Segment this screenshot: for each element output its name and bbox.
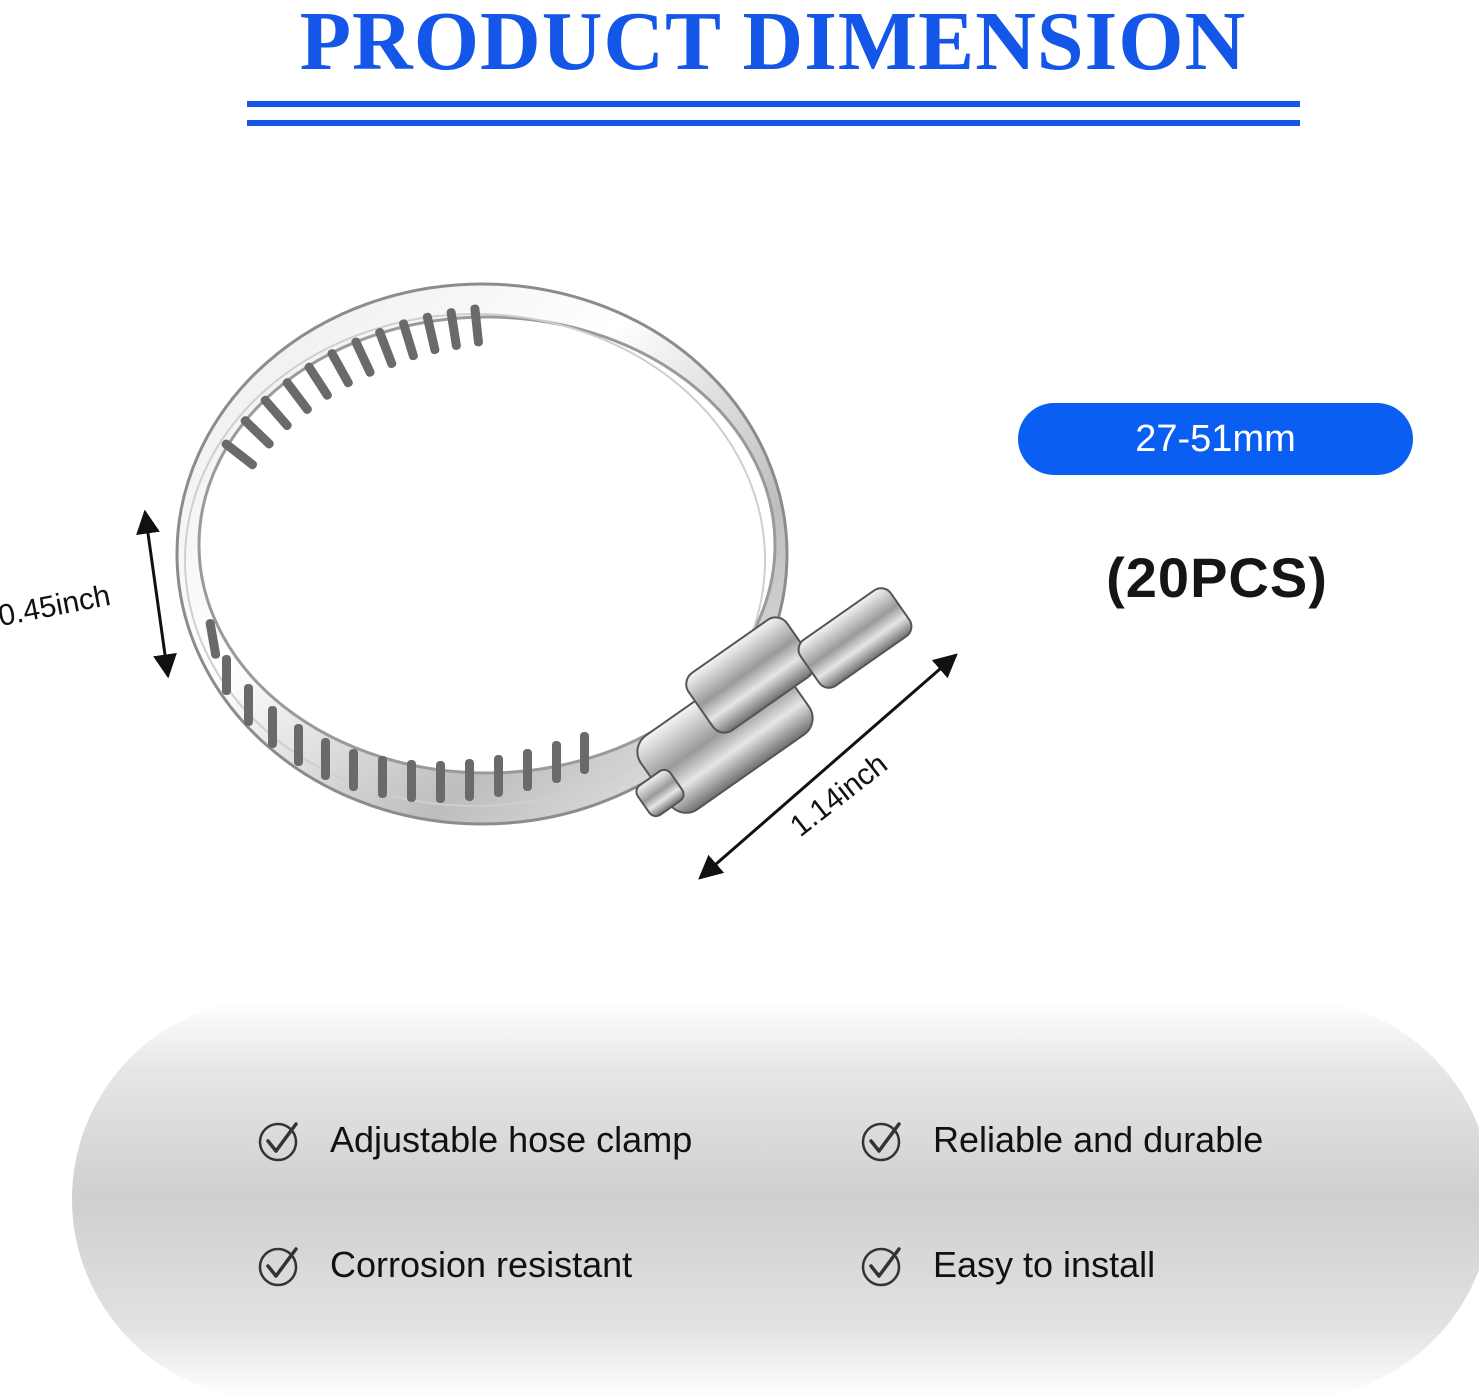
band-perforations xyxy=(205,304,589,803)
hose-clamp-image xyxy=(136,282,958,880)
check-circle-icon xyxy=(861,1122,901,1162)
height-dimension-arrow xyxy=(136,509,177,679)
clamp-band xyxy=(175,282,789,826)
feature-item: Reliable and durable xyxy=(859,1116,1263,1164)
feature-item: Easy to install xyxy=(859,1241,1155,1289)
features-panel xyxy=(72,999,1479,1399)
feature-label: Corrosion resistant xyxy=(330,1244,633,1285)
title-divider-bottom xyxy=(247,120,1300,126)
feature-label: Reliable and durable xyxy=(933,1119,1264,1160)
check-circle-icon xyxy=(258,1122,298,1162)
page-title: PRODUCT DIMENSION xyxy=(299,0,1247,88)
quantity-label: (20PCS) xyxy=(1106,546,1328,609)
feature-label: Adjustable hose clamp xyxy=(330,1119,693,1160)
feature-label: Easy to install xyxy=(933,1244,1156,1285)
length-dimension-arrow xyxy=(698,653,958,880)
feature-item: Corrosion resistant xyxy=(256,1241,632,1289)
size-range-badge: 27-51mm xyxy=(1018,403,1413,475)
feature-item: Adjustable hose clamp xyxy=(256,1116,692,1164)
check-circle-icon xyxy=(258,1247,298,1287)
title-divider-top xyxy=(247,101,1300,107)
check-circle-icon xyxy=(861,1247,901,1287)
